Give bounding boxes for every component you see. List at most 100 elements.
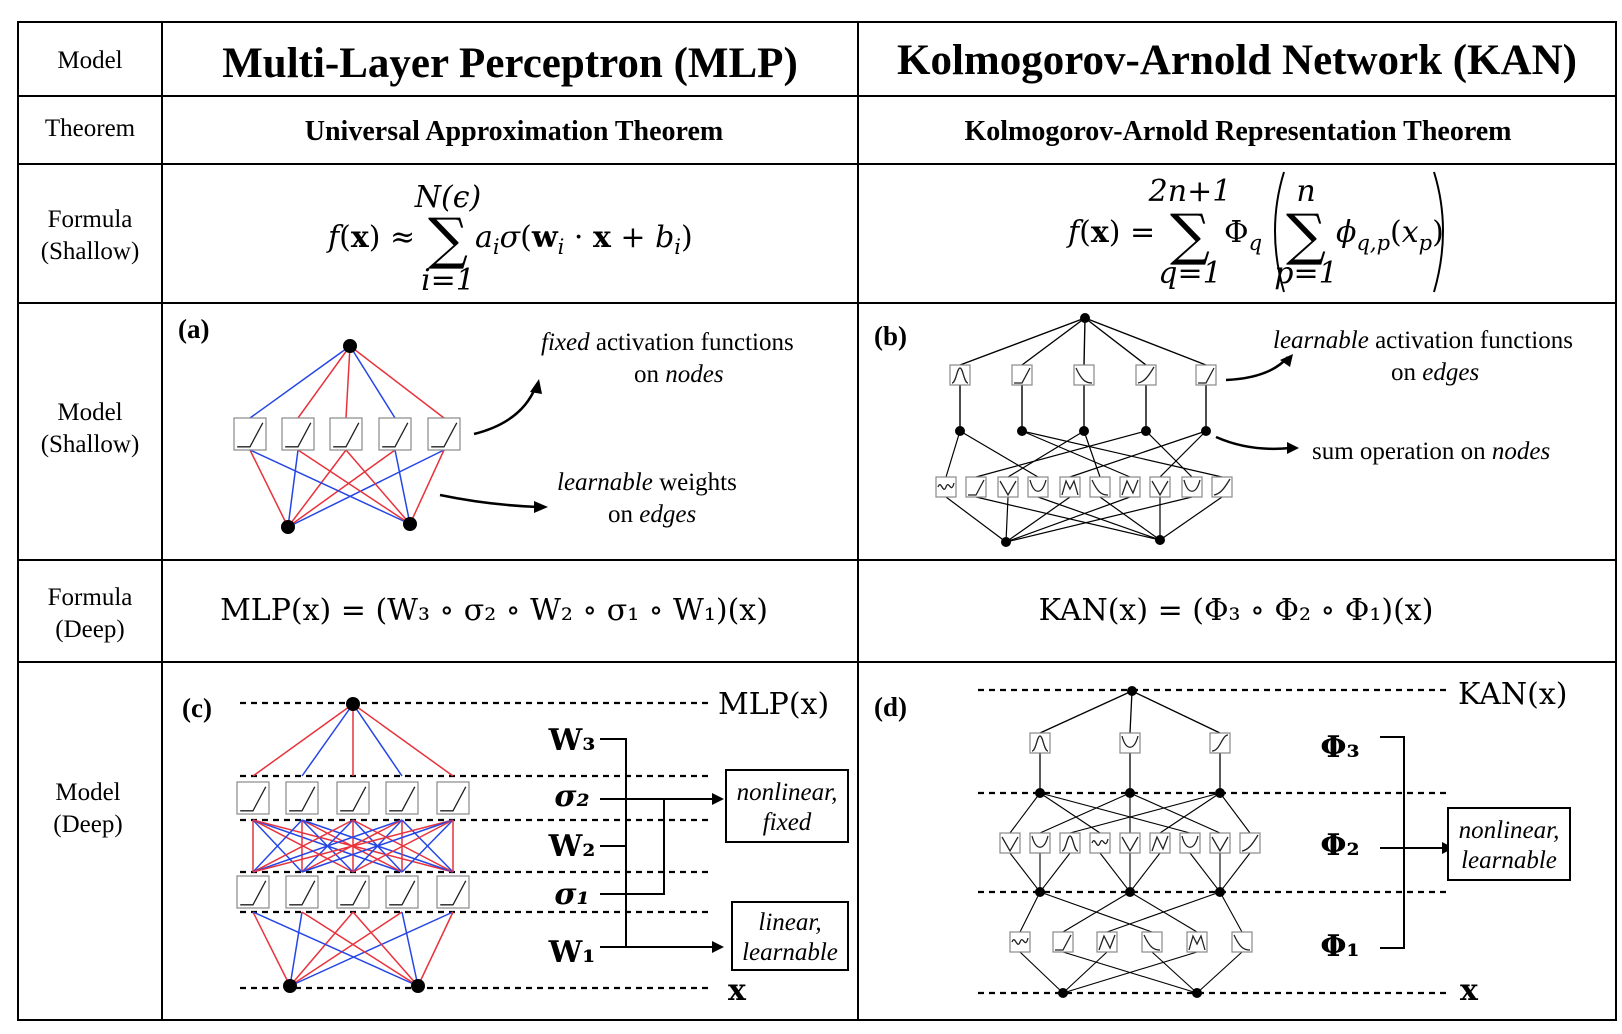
panel-d-activation-l2-2 [1059, 832, 1081, 854]
row-label-model-deep-2: (Deep) [53, 811, 122, 838]
panel-d-activation-l1-3-frame [1141, 931, 1163, 953]
panel-c-activation-s1-3-curve [389, 880, 416, 906]
panel-b-edge-upper-4 [1069, 430, 1207, 478]
panel-c-labels: MLP(x) x W₃ σ₂ W₂ σ₁ W₁ nonlinear, fixed… [548, 687, 849, 1008]
panel-d-activation-l2-3-curve [1091, 838, 1109, 846]
panel-c-edge-w2-4-0 [252, 819, 454, 873]
panel-c-activation-s2-1-curve [289, 786, 316, 812]
panel-d-activation-l2-0 [999, 832, 1021, 854]
panel-a-tag: (a) [178, 314, 209, 344]
panel-b-edge-upper-1 [975, 430, 1147, 478]
panel-b-inner-activation-5-curve [1091, 479, 1109, 496]
panel-c-edge-w1-0-4 [289, 911, 454, 987]
panel-a-activation-2-frame [329, 417, 363, 451]
panel-d-labels: KAN(x) x Φ₃ Φ₂ Φ₁ nonlinear, learnable [1320, 677, 1571, 1008]
panel-a-edge-bottom-0-0 [249, 449, 289, 528]
row-label-formula-shallow-2: (Shallow) [41, 238, 140, 265]
panel-c-activation-s1-1 [285, 875, 319, 909]
panel-d-activation-l2-6-curve [1181, 835, 1199, 848]
panel-a-note2-line2a: on [608, 501, 639, 528]
panel-a-activation-3-curve [382, 422, 409, 448]
panel-b-annotations: learnable activation functions on edges … [1215, 327, 1573, 465]
row-label-model: Model [57, 47, 122, 74]
panel-b-inner-activation-1-frame [965, 476, 987, 498]
panel-d-node-l1-2 [1215, 887, 1225, 897]
panel-d-input-node-0 [1058, 988, 1068, 998]
panel-b-activation-2 [1073, 364, 1095, 386]
panel-d-edge-l1-down-4 [1062, 951, 1198, 994]
panel-b-activation-2-frame [1073, 364, 1095, 386]
panel-c-box2-line1: linear, [758, 909, 821, 936]
panel-d-edge-l2-down-6 [1189, 852, 1221, 893]
svg-text:ϕq,p(xp): ϕq,p(xp) [1336, 215, 1444, 255]
panel-a-note1-rest: activation functions [590, 329, 794, 356]
panel-d-activation-l1-3-curve [1143, 934, 1161, 951]
svg-text:on edges: on edges [1391, 359, 1479, 386]
panel-d-activation-l1-2-curve [1098, 934, 1116, 951]
svg-text:on edges: on edges [608, 501, 696, 528]
panel-b-activation-4 [1195, 364, 1217, 386]
panel-a-output-node [343, 339, 357, 353]
panel-d-activation-l3-0-curve [1031, 735, 1049, 752]
kan-inner-lower: p=1 [1274, 256, 1337, 291]
panel-b-edge-top-3 [1084, 317, 1147, 366]
panel-d-activation-l1-1-frame [1052, 931, 1074, 953]
panel-a-edge-bottom-0-3 [287, 449, 396, 528]
panel-a-activation-4-curve [431, 422, 458, 448]
panel-c-activation-s1-4 [436, 875, 470, 909]
panel-c-layer-w2: W₂ [548, 829, 596, 864]
panel-d-edge-l1-down-3 [1151, 951, 1198, 994]
panel-d-activation-l3-2 [1209, 732, 1231, 754]
panel-b-edge-upper-0 [945, 430, 961, 478]
panel-b-edge-lower-9 [1159, 496, 1223, 541]
panel-c-arrowhead-1 [712, 793, 724, 805]
panel-b-activation-1-curve [1014, 367, 1031, 384]
panel-a-edge-bottom-1-2 [345, 449, 411, 525]
panel-b-edge-upper-8 [1145, 430, 1193, 478]
panel-c-activation-s1-3-frame [385, 875, 419, 909]
panel-b-edge-lower-1 [975, 496, 1161, 541]
panel-c-activation-s1-2-curve [340, 880, 367, 906]
table-grid [17, 21, 1617, 1021]
panel-b-arrow-edges [1225, 356, 1289, 382]
panel-b-sum-node-1 [1017, 426, 1027, 436]
panel-d-activation-l3-2-curve [1211, 734, 1229, 752]
mlp-deep-formula: MLP(x) = (W₃ ∘ σ₂ ∘ W₂ ∘ σ₁ ∘ W₁)(x) [220, 593, 768, 628]
panel-a-activation-3 [378, 417, 412, 451]
panel-b-note1-rest: activation functions [1369, 327, 1573, 354]
panel-d-activation-l1-4 [1186, 931, 1208, 953]
panel-b-edge-upper-3 [959, 430, 1039, 478]
panel-c-activation-s2-0-curve [240, 786, 267, 812]
panel-c-edge-w2-4-1 [301, 819, 454, 873]
panel-c-activation-s2-1 [285, 781, 319, 815]
panel-b-arrowhead-edges [1280, 354, 1293, 367]
panel-c-activation-s1-0 [236, 875, 270, 909]
panel-a-activation-4-frame [427, 417, 461, 451]
panel-c-edge-w2-1-0 [252, 819, 303, 873]
panel-c-activation-s1-2-frame [336, 875, 370, 909]
svg-text:on nodes: on nodes [634, 361, 724, 388]
panel-c-activation-s2-3-frame [385, 781, 419, 815]
panel-d-edge-l1-up-5 [1219, 891, 1243, 933]
panel-b-activation-1 [1011, 364, 1033, 386]
svg-text:f(x) ≈: f(x) ≈ [326, 220, 415, 255]
panel-b-edge-upper-7 [1159, 430, 1207, 478]
panel-a-input-node-0 [281, 520, 295, 534]
panel-b-inner-activation-8 [1181, 476, 1203, 498]
panel-d-tag: (d) [874, 692, 907, 722]
panel-b-activation-4-curve [1198, 367, 1215, 384]
panel-d-layer-phi2: Φ₂ [1320, 828, 1359, 863]
panel-d-activation-l1-4-frame [1186, 931, 1208, 953]
panel-c-edge-w1-0-2 [289, 911, 354, 987]
panel-d-activation-l2-8-curve [1241, 834, 1259, 852]
mlp-shallow-formula: f(x) ≈ ∑ N(ϵ) i=1 aiσ(wi · x + bi) [326, 180, 693, 298]
panel-b-sum-node-0 [955, 426, 965, 436]
panel-b-output-node [1080, 313, 1090, 323]
panel-d-layer-phi1: Φ₁ [1320, 929, 1359, 964]
panel-b-inner-activation-0 [935, 476, 957, 498]
panel-c-output-node [346, 697, 360, 711]
panel-c-mlp-deep [236, 697, 708, 993]
panel-d-activation-l3-1-frame [1119, 732, 1141, 754]
row-label-formula-deep-2: (Deep) [55, 616, 124, 643]
